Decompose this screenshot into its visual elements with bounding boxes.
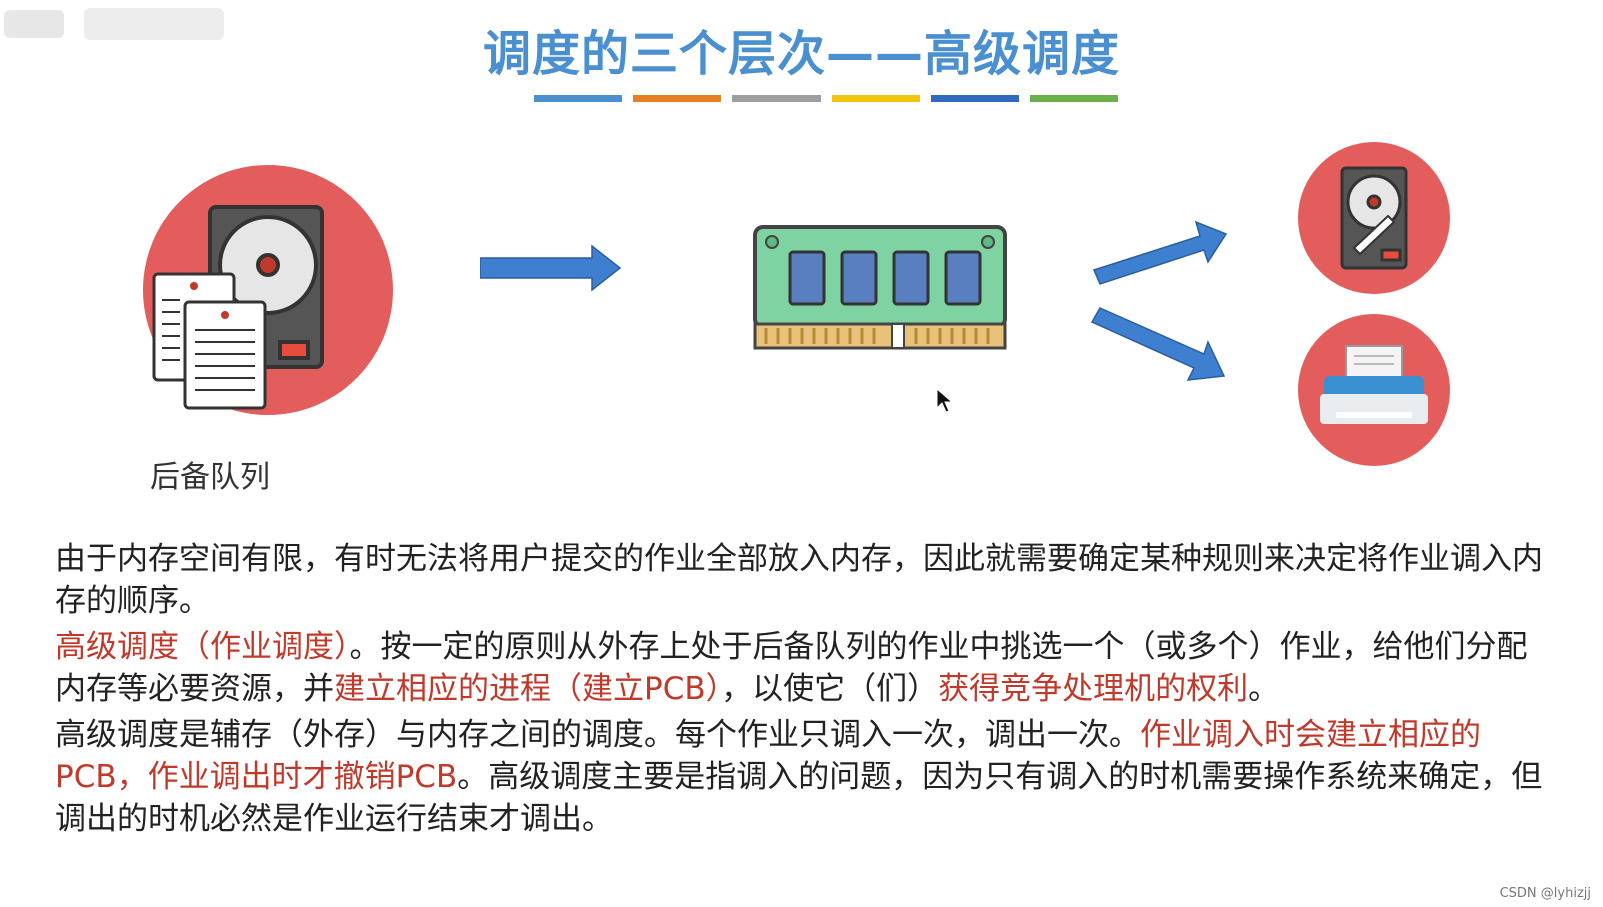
highlighted-text: 高级调度（作业调度） [55, 629, 350, 665]
color-bar-segment [1029, 95, 1119, 102]
paragraph: 由于内存空间有限，有时无法将用户提交的作业全部放入内存，因此就需要确定某种规则来… [55, 538, 1555, 622]
arrow-right-icon [480, 244, 622, 292]
hard-disk-with-documents-icon [143, 165, 393, 415]
color-bar-segment [534, 95, 623, 102]
paragraph: 高级调度（作业调度）。按一定的原则从外存上处于后备队列的作业中挑选一个（或多个）… [55, 626, 1555, 710]
description-paragraphs: 由于内存空间有限，有时无法将用户提交的作业全部放入内存，因此就需要确定某种规则来… [55, 538, 1555, 844]
arrow-down-right-icon [1090, 307, 1226, 381]
color-bar-segment [732, 95, 821, 102]
paragraph-text: 。 [1248, 671, 1280, 707]
title-underline-color-bar [534, 95, 1119, 102]
color-bar-segment [831, 95, 920, 102]
paragraph-text: 高级调度是辅存（外存）与内存之间的调度。每个作业只调入一次，调出一次。 [55, 717, 1140, 753]
color-bar-segment [930, 95, 1019, 102]
branch-arrows [1090, 220, 1228, 381]
hard-disk-icon [1298, 142, 1450, 294]
paragraph-text: 由于内存空间有限，有时无法将用户提交的作业全部放入内存，因此就需要确定某种规则来… [55, 541, 1543, 619]
color-bar-segment [633, 95, 722, 102]
highlighted-text: 作业调入时会建立相应的PCB，作业调出时才撤销PCB [55, 717, 1481, 795]
paragraph: 高级调度是辅存（外存）与内存之间的调度。每个作业只调入一次，调出一次。作业调入时… [55, 714, 1555, 840]
arrow-up-right-icon [1092, 220, 1228, 285]
ram-chip-icon [753, 225, 1007, 350]
blurred-logo-icon [4, 8, 224, 40]
printer-icon [1298, 314, 1450, 466]
backup-queue-label: 后备队列 [150, 460, 270, 495]
csdn-watermark: CSDN @lyhizjj [1499, 886, 1591, 901]
paragraph-text: ，以使它（们） [721, 671, 939, 707]
paragraph-text: 。按一定的原则从外存上处于后备队列的作业中挑选一个（或多个）作业，给他们分配内存… [55, 629, 1528, 707]
slide-title: 调度的三个层次——高级调度 [482, 26, 1120, 82]
highlighted-text: 获得竞争处理机的权利 [938, 671, 1249, 707]
highlighted-text: 建立相应的进程（建立PCB） [334, 671, 722, 707]
paragraph-text: 。高级调度主要是指调入的问题，因为只有调入的时机需要操作系统来确定，但调出的时机… [55, 759, 1543, 837]
mouse-cursor-icon [936, 388, 954, 413]
blurred-logo [4, 4, 224, 44]
